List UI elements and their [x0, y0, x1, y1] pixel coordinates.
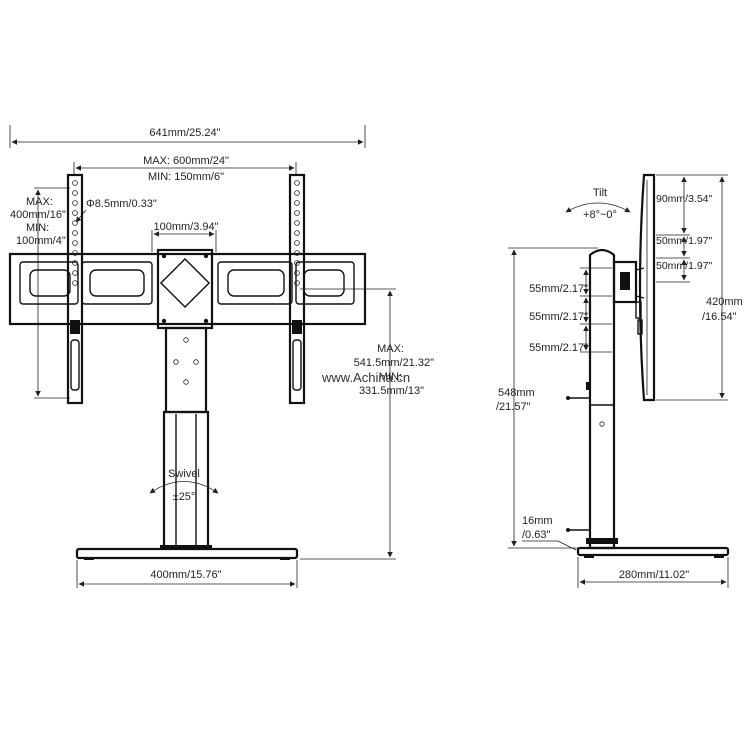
- gap-3-label: 55mm/2.17": [529, 342, 588, 354]
- total-height-b: /21.57": [496, 401, 531, 413]
- panel-height-dimension: 420mm /16.54": [656, 176, 743, 401]
- height-min-label: MIN:: [379, 371, 402, 383]
- vertical-min-value: 100mm/4": [16, 235, 66, 247]
- total-height-a: 548mm: [498, 387, 535, 399]
- vertical-min-label: MIN:: [26, 222, 49, 234]
- hole-diameter-label: Φ8.5mm/0.33": [86, 198, 157, 210]
- gap-dimensions: 55mm/2.17" 55mm/2.17" 55mm/2.17": [529, 267, 612, 354]
- height-min-value: 331.5mm/13": [359, 385, 424, 397]
- panel-offset-dimensions: 90mm/3.54" 50mm/1.97" 50mm/1.97": [656, 174, 728, 283]
- total-height-dimension: 548mm /21.57": [496, 247, 598, 549]
- overall-width-dimension: 641mm/25.24": [9, 125, 366, 148]
- hole-spacing-min-label: MIN: 150mm/6": [148, 171, 224, 183]
- front-view: 641mm/25.24" MAX: 600mm/24" MIN: 150mm/6…: [8, 125, 434, 588]
- overall-width-label: 641mm/25.24": [149, 127, 220, 139]
- center-plate-label: 100mm/3.94": [153, 221, 218, 233]
- vertical-max-label: MAX:: [26, 196, 53, 208]
- vertical-spacing-dimension: MAX: 400mm/16" MIN: 100mm/4": [10, 187, 70, 399]
- tilt-value: +8°~0°: [583, 209, 617, 221]
- base-thickness-a: 16mm: [522, 515, 553, 527]
- tilt-label: Tilt: [593, 187, 607, 199]
- tilt-indicator: Tilt +8°~0°: [565, 187, 631, 221]
- side-base: [576, 546, 730, 558]
- base-width-dimension: 400mm/15.76": [76, 560, 298, 588]
- watermark: www.Achina.cn: [321, 370, 410, 385]
- step-b-label: 50mm/1.97": [656, 260, 713, 272]
- swivel-label: Swivel: [168, 468, 200, 480]
- front-column: [162, 326, 210, 550]
- swivel-value: ±25°: [173, 491, 196, 503]
- gap-1-label: 55mm/2.17": [529, 283, 588, 295]
- base-thickness-b: /0.63": [522, 529, 550, 541]
- base-thickness-dimension: 16mm /0.63": [522, 515, 577, 551]
- side-view: Tilt +8°~0°: [496, 173, 743, 588]
- base-width-label: 400mm/15.76": [150, 569, 221, 581]
- height-range-dimension: MAX: 541.5mm/21.32" MIN: 331.5mm/13": [300, 288, 434, 560]
- height-max-label: MAX:: [377, 343, 404, 355]
- top-offset-label: 90mm/3.54": [656, 193, 713, 205]
- base-depth-label: 280mm/11.02": [619, 569, 689, 581]
- hole-spacing-max-label: MAX: 600mm/24": [143, 155, 229, 167]
- gap-2-label: 55mm/2.17": [529, 311, 588, 323]
- hole-spacing-dimension: MAX: 600mm/24" MIN: 150mm/6": [73, 155, 297, 183]
- side-column: [566, 248, 618, 550]
- side-tv-panel: [638, 173, 656, 402]
- vertical-max-value: 400mm/16": [10, 209, 66, 221]
- panel-height-a: 420mm: [706, 296, 743, 308]
- left-vertical-bracket: [66, 173, 84, 405]
- center-plate-dimension: 100mm/3.94": [151, 221, 219, 252]
- swivel-indicator: Swivel ±25°: [149, 468, 219, 503]
- step-a-label: 50mm/1.97": [656, 235, 713, 247]
- height-max-value: 541.5mm/21.32": [354, 357, 434, 369]
- panel-height-b: /16.54": [702, 311, 737, 323]
- base-depth-dimension: 280mm/11.02": [577, 557, 729, 588]
- front-base: [75, 545, 299, 560]
